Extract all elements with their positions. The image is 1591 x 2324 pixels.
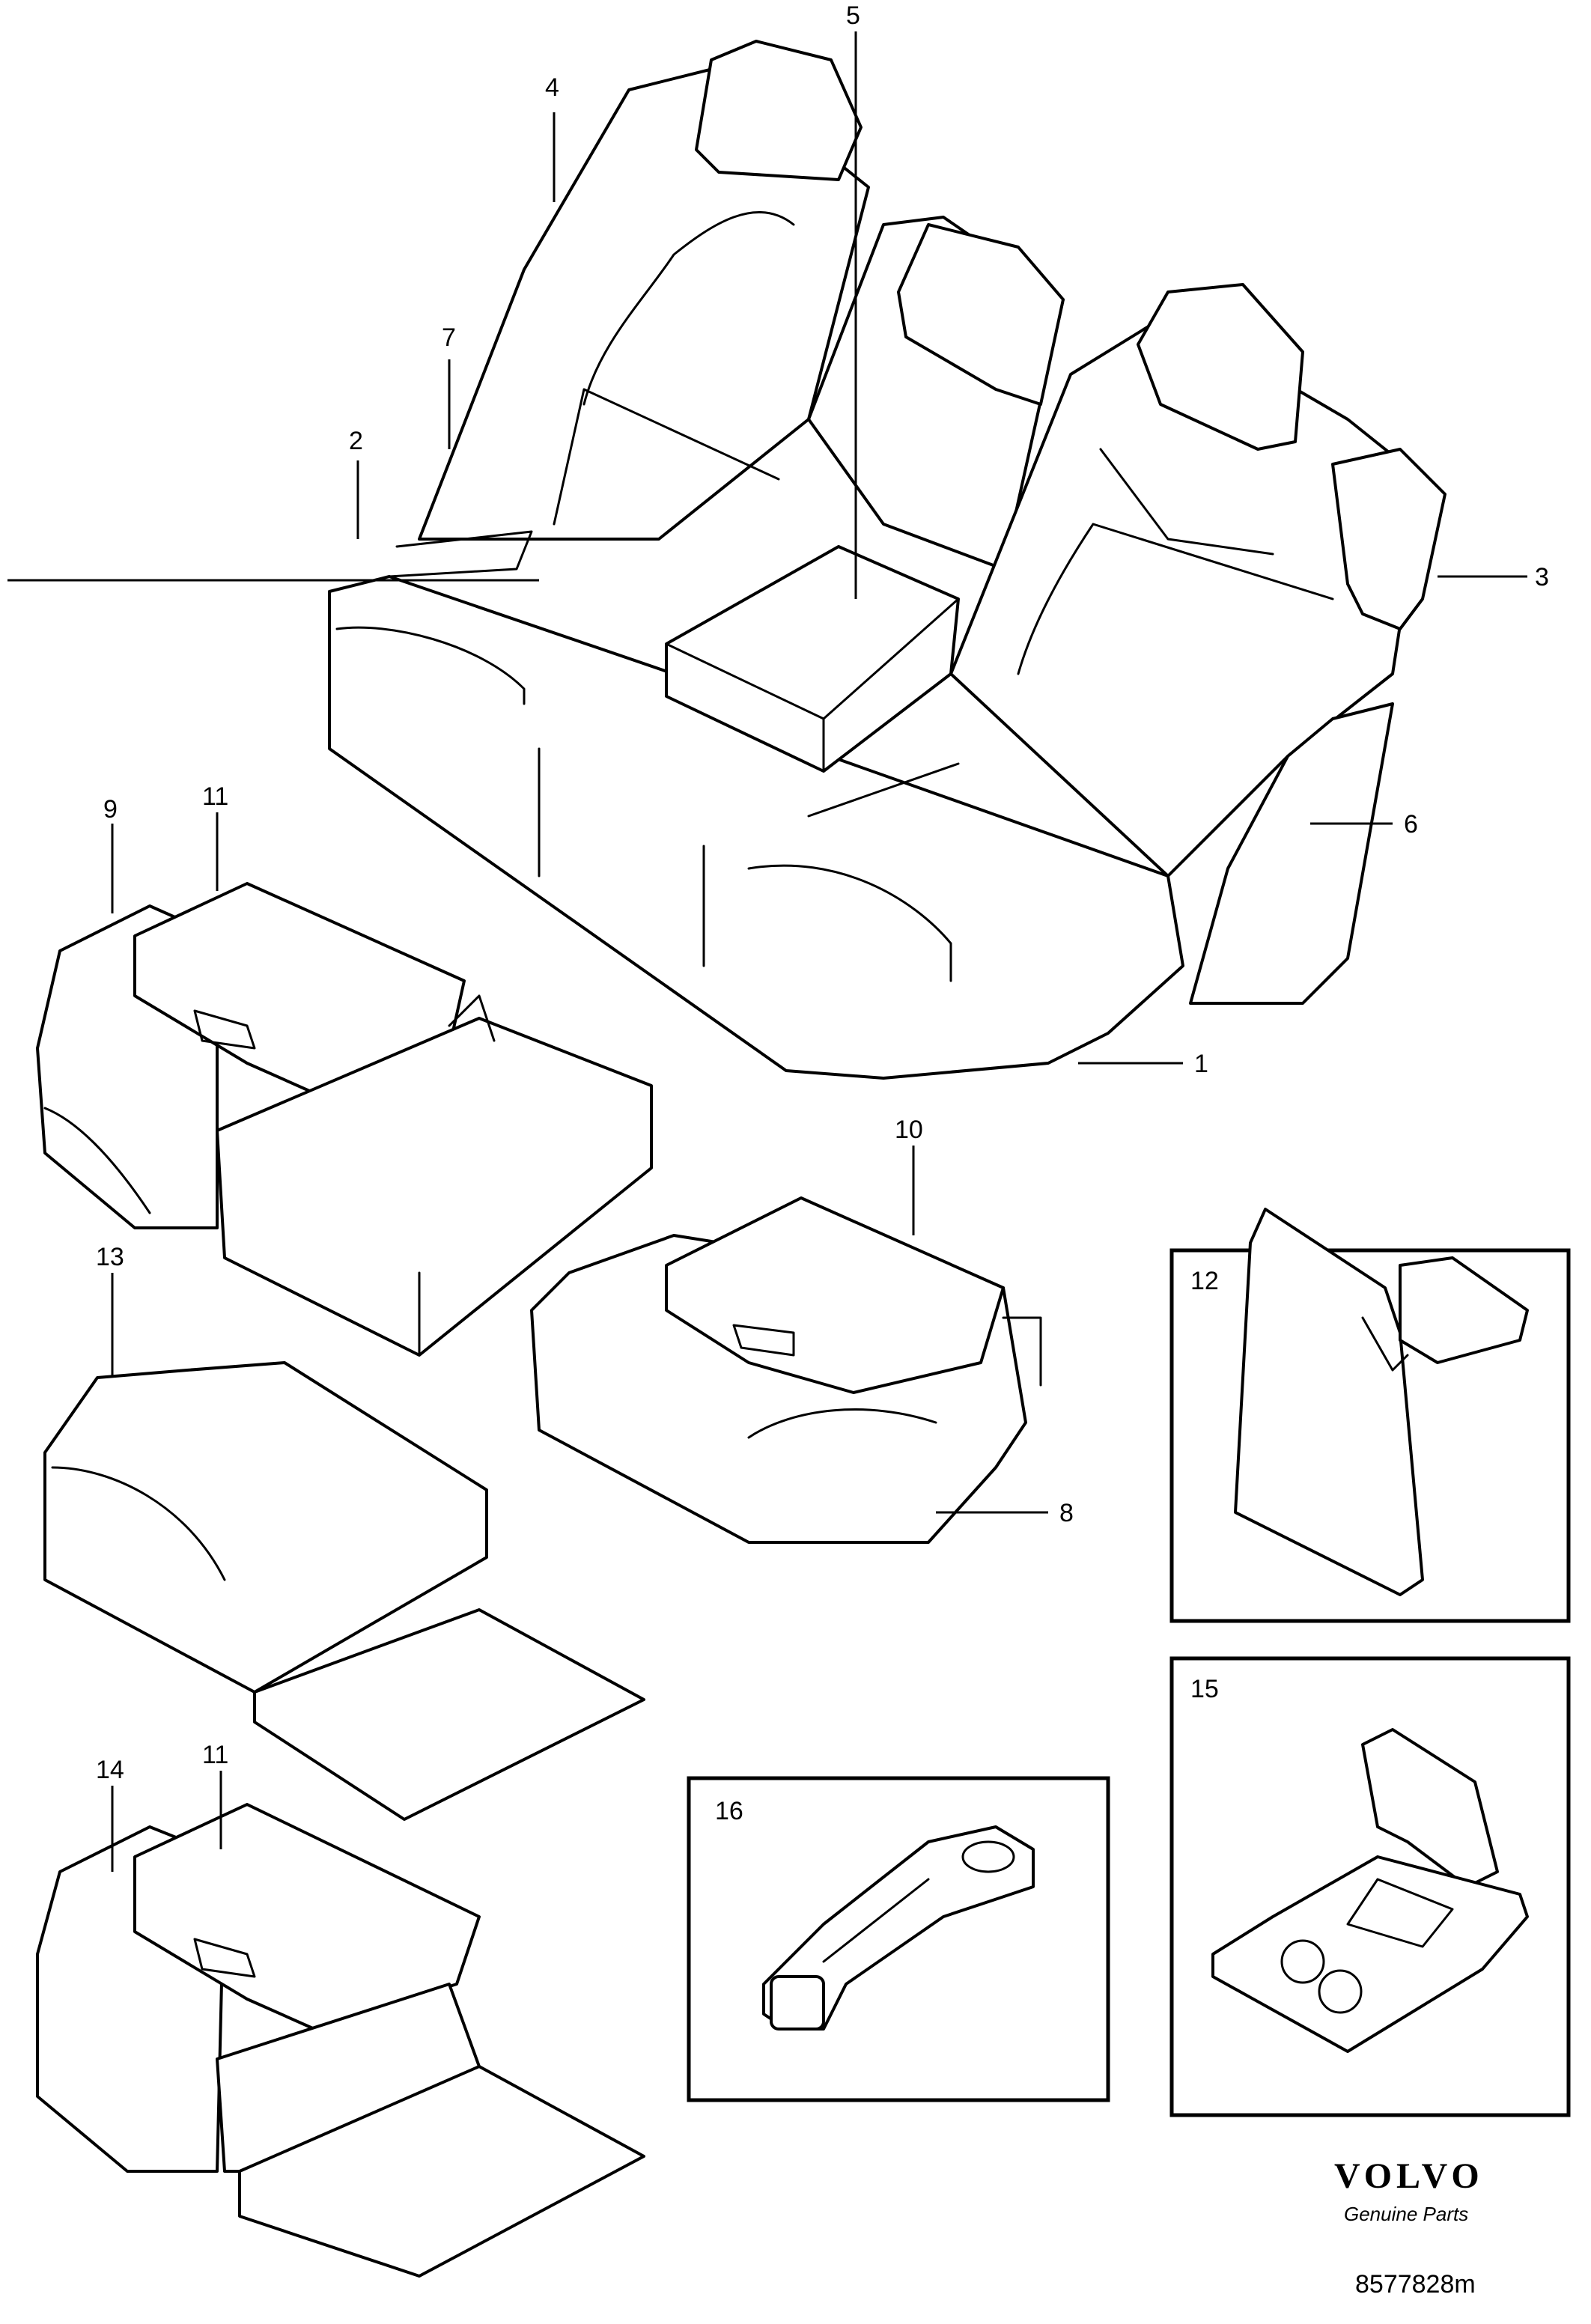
- callout-6: 6: [1404, 810, 1418, 839]
- latch-ring: [961, 1840, 1015, 1873]
- callout-labels: 1 2 3 4 5 6 7 8 9 10 11 11 12 13 14 15 1…: [96, 1, 1549, 1825]
- brand-logo: VOLVO: [1334, 2156, 1484, 2196]
- cushion-block: [216, 1017, 653, 1357]
- cup-holder-1: [1280, 1939, 1325, 1984]
- headrest-center: [897, 223, 1065, 406]
- callout-1: 1: [1194, 1050, 1208, 1078]
- cup-holder-2: [1318, 1969, 1363, 2014]
- cover-base-14: [238, 2065, 645, 2278]
- callout-11b: 11: [202, 1741, 228, 1769]
- inset-12-frame: [1169, 1248, 1571, 1623]
- callout-11a: 11: [202, 782, 228, 811]
- bracket-right: [1331, 448, 1446, 630]
- callout-8: 8: [1059, 1499, 1074, 1527]
- ski-hatch-panel: [1234, 1208, 1424, 1596]
- cushion-pad-13: [43, 1361, 645, 1821]
- inset-12: [1169, 1208, 1571, 1623]
- rear-seat-assembly: [328, 40, 1446, 1080]
- callout-7: 7: [442, 323, 456, 352]
- inset-16: [687, 1776, 1110, 2102]
- belt-buckle-left: [388, 530, 533, 578]
- callout-13: 13: [96, 1243, 124, 1271]
- seat-cushion: [328, 575, 1184, 1080]
- callout-5: 5: [846, 1, 860, 30]
- headrest-left: [695, 40, 863, 181]
- inset-16-frame: [687, 1776, 1110, 2102]
- callout-2: 2: [349, 427, 363, 455]
- callout-4: 4: [545, 73, 559, 102]
- pad-13-base: [253, 1608, 645, 1821]
- branding: VOLVO Genuine Parts 8577828m: [1334, 2156, 1484, 2299]
- callout-14: 14: [96, 1756, 124, 1784]
- inset-15-frame: [1169, 1656, 1571, 2117]
- pad-13-body: [43, 1361, 488, 1694]
- cushion-cover-assembly-8: [530, 1196, 1042, 1544]
- armrest-console-lid: [1361, 1728, 1499, 1888]
- callout-3: 3: [1535, 563, 1549, 591]
- cushion-pad-10: [665, 1196, 1005, 1394]
- callout-12: 12: [1190, 1267, 1219, 1295]
- callout-9: 9: [103, 795, 118, 824]
- cushion-cover-assembly-14: [36, 1803, 645, 2278]
- armrest-console-body: [1211, 1855, 1529, 2053]
- callout-16: 16: [715, 1797, 743, 1825]
- brand-tagline: Genuine Parts: [1344, 2203, 1468, 2225]
- headrest-right: [1137, 283, 1304, 451]
- cushion-cover-assembly-9: [36, 882, 653, 1357]
- document-number: 8577828m: [1355, 2270, 1476, 2299]
- side-bolster-right: [1189, 702, 1394, 1005]
- latch-clip: [770, 1975, 825, 2031]
- ski-hatch-flap: [1399, 1256, 1529, 1364]
- callout-15: 15: [1190, 1675, 1219, 1703]
- inset-15: [1169, 1656, 1571, 2117]
- callout-10: 10: [895, 1116, 923, 1144]
- leader-lines: [7, 31, 1527, 1872]
